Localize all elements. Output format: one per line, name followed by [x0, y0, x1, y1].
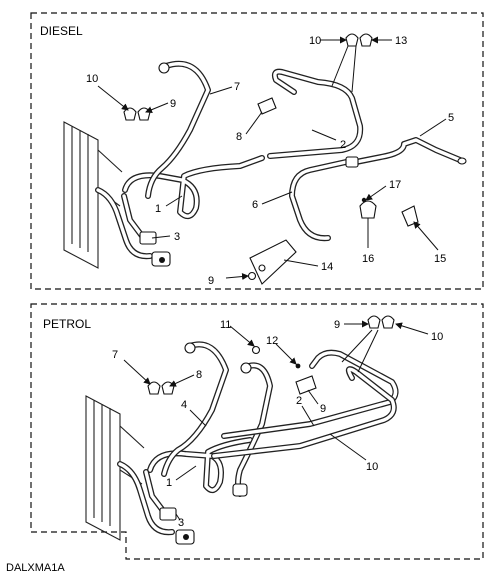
compressor-hoses-petrol [117, 461, 175, 536]
callout-16: 17 [389, 179, 401, 191]
petrol-panel-border [30, 303, 484, 560]
pipe-7 [145, 60, 211, 199]
callout-2: 2 [340, 139, 346, 151]
callout-1-petrol: 1 [166, 477, 172, 489]
compressor-hoses [95, 187, 153, 260]
part-8-grommet [257, 97, 277, 115]
callout-13: 14 [321, 261, 333, 273]
pipe-4-petrol [211, 366, 397, 459]
petrol-panel: PETROL [30, 303, 484, 560]
callout-14: 15 [434, 253, 446, 265]
callout-17: 9 [208, 275, 214, 287]
callout-12-petrol: 12 [266, 335, 278, 347]
callout-9-top: 10 [309, 35, 321, 47]
pipe-1 [122, 155, 265, 220]
condenser-outline [63, 121, 123, 269]
clip-pair-right-petrol [367, 315, 395, 329]
part-12-clip [295, 363, 301, 369]
part-8-grommet-petrol [295, 375, 317, 395]
callout-10: 9 [170, 98, 176, 110]
petrol-callouts: 7 8 4 1 3 11 12 2 9 9 10 10 [112, 319, 443, 529]
clip-pair-left-petrol [147, 381, 175, 395]
pipe-7-petrol [161, 341, 229, 477]
pipe-5 [353, 137, 467, 165]
pipe-2 [267, 68, 364, 159]
callout-9-top-petrol: 9 [334, 319, 340, 331]
petrol-leader-lines [123, 320, 429, 521]
callout-9-petrol: 7 [112, 349, 118, 361]
clip-pair-right [345, 33, 373, 47]
callout-15: 16 [362, 253, 374, 265]
callout-5: 5 [448, 112, 454, 124]
petrol-panel-title: PETROL [43, 317, 91, 331]
part-13-bracket [249, 239, 297, 285]
callout-10-top: 13 [395, 35, 407, 47]
diesel-panel-title: DIESEL [40, 24, 83, 38]
callout-10-petrol: 8 [196, 369, 202, 381]
callout-1: 1 [155, 203, 161, 215]
callout-11-petrol: 11 [220, 319, 231, 331]
part-3-fitting-petrol [159, 507, 195, 545]
part-14-clip [401, 205, 419, 227]
diesel-panel: DIESEL [30, 12, 484, 290]
pipe-6 [289, 156, 359, 242]
callout-3-petrol: 3 [178, 517, 184, 529]
callout-7: 7 [234, 81, 240, 93]
diesel-panel-border [30, 12, 484, 290]
callout-8-petrol: 9 [320, 403, 326, 415]
callout-10-top-petrol: 10 [431, 331, 443, 343]
callout-4-petrol: 10 [366, 461, 378, 473]
part-11-bolt [251, 345, 261, 355]
part-3-fitting [139, 231, 171, 267]
callout-8: 8 [236, 131, 242, 143]
callout-3: 3 [174, 231, 180, 243]
diesel-callouts: 10 9 7 8 1 2 3 5 6 10 13 17 16 15 14 9 [86, 35, 454, 287]
callout-9: 10 [86, 73, 98, 85]
part-15-clamp [359, 197, 377, 219]
callout-6: 6 [252, 199, 258, 211]
callout-2-petrol: 2 [296, 395, 302, 407]
diagram-code: DALXMA1A [6, 562, 65, 574]
pipe-hose-petrol [232, 362, 273, 497]
diesel-leader-lines [97, 36, 447, 281]
part-17-bolt [247, 271, 257, 281]
callout-7-petrol: 4 [181, 399, 187, 411]
condenser-outline-petrol [85, 395, 145, 541]
